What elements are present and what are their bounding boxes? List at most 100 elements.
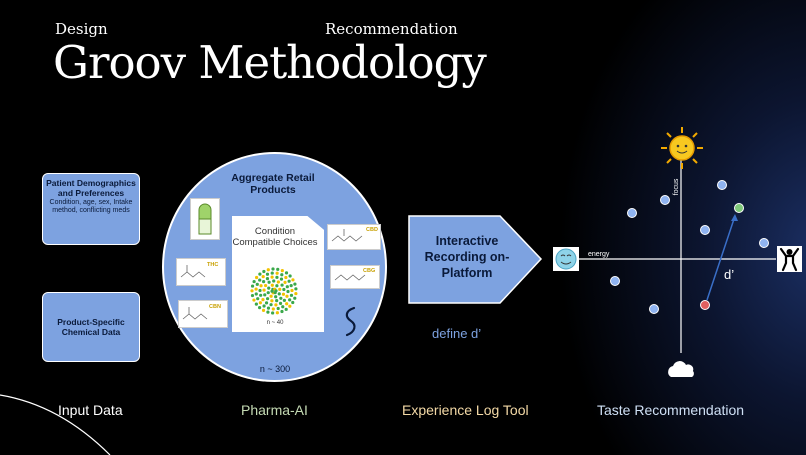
chem-title: Product-Specific Chemical Data: [57, 317, 125, 337]
sphere-dot: [254, 302, 258, 306]
thc-label: THC: [207, 262, 219, 268]
sphere-dot: [258, 306, 262, 310]
sphere-dot: [262, 288, 266, 292]
start-point: [700, 300, 710, 310]
sphere-dot: [284, 271, 289, 275]
sphere-dot: [288, 274, 292, 278]
sphere-dot: [285, 302, 289, 306]
thc-molecule-icon: THC: [176, 258, 226, 286]
chemical-data-box: Product-Specific Chemical Data: [42, 292, 140, 362]
sphere-dot: [261, 275, 265, 279]
sphere-dot: [258, 278, 262, 282]
sphere-dot: [263, 293, 267, 297]
sphere-dot: [269, 303, 273, 307]
sphere-dot: [265, 297, 270, 301]
total-count: n ~ 300: [259, 364, 291, 374]
sphere-dot: [275, 271, 279, 275]
sphere-dot: [286, 289, 290, 294]
pill-icon: [190, 198, 220, 240]
cbn-label: CBN: [209, 304, 221, 310]
design-tag: Design: [55, 20, 108, 38]
sphere-dot: [283, 280, 287, 285]
cbn-molecule-icon: CBN: [178, 300, 228, 328]
sphere-dot: [276, 280, 280, 284]
sphere-dot: [289, 284, 293, 288]
data-point: [700, 225, 710, 235]
define-d-text: define d’: [432, 326, 482, 341]
sphere-dot: [267, 280, 271, 284]
sphere-dot: [271, 311, 275, 315]
sphere-dot: [276, 267, 280, 271]
sphere-dot: [287, 279, 291, 283]
y-axis-label: focus: [673, 178, 680, 195]
sphere-dot: [275, 275, 279, 279]
sphere-dot: [293, 282, 297, 286]
sphere-dot: [294, 287, 298, 291]
sphere-dot: [258, 301, 262, 305]
sphere-dot: [280, 273, 284, 277]
sphere-dot: [270, 271, 274, 275]
sphere-dot: [275, 284, 279, 288]
distance-arrow: [706, 215, 736, 301]
sphere-dot: [281, 292, 286, 296]
data-point: [717, 180, 727, 190]
person-icon: [777, 246, 802, 272]
sphere-dot: [261, 308, 266, 312]
x-axis-label: energy: [588, 251, 610, 258]
sphere-dot: [278, 301, 283, 305]
sphere-dot: [266, 310, 270, 314]
sphere-dot: [277, 292, 281, 296]
cloud-icon: [668, 361, 694, 377]
sphere-dot: [265, 277, 270, 281]
sun-icon: [661, 127, 703, 169]
taste-plot: focus energy d’: [553, 127, 802, 377]
sphere-dot: [258, 272, 262, 276]
sphere-dot: [289, 293, 294, 297]
sphere-dot: [252, 298, 256, 302]
cbg-molecule-icon: CBG: [330, 265, 380, 289]
sphere-dot: [278, 287, 282, 291]
sphere-dot: [275, 299, 279, 303]
choices-title: Condition Compatible Choices: [232, 226, 318, 248]
data-point: [610, 276, 620, 286]
sphere-dot: [290, 288, 294, 293]
cbd-molecule-icon: CBD: [327, 224, 381, 250]
cbd-label: CBD: [366, 227, 378, 233]
sphere-dot: [255, 282, 259, 286]
sphere-dot: [272, 279, 276, 283]
distance-label: d’: [724, 267, 734, 282]
sphere-dot: [262, 280, 266, 284]
sphere-dot: [266, 306, 271, 310]
sphere-dot: [284, 307, 288, 311]
pharma-ai-label: Pharma-AI: [241, 402, 308, 418]
input-data-label: Input Data: [58, 402, 123, 418]
sphere-dot: [266, 268, 270, 272]
sphere-dot: [293, 296, 297, 300]
sphere-dot: [267, 286, 271, 290]
sphere-dot: [266, 291, 270, 295]
cbg-label: CBG: [363, 268, 376, 274]
sphere-dot: [280, 283, 284, 287]
sphere-dot: [271, 307, 275, 311]
sphere-dot: [262, 269, 266, 274]
sphere-dot: [280, 269, 284, 273]
smiley-icon: [553, 247, 579, 271]
sphere-dot: [265, 272, 270, 276]
target-point: [734, 203, 744, 213]
sphere-dot: [250, 293, 255, 298]
sphere-dot: [285, 285, 289, 289]
sphere-dot: [274, 295, 278, 299]
sphere-dot: [282, 287, 286, 292]
sphere-dot: [291, 300, 295, 305]
sphere-dot: [256, 297, 260, 301]
sphere-dot: [273, 291, 277, 295]
data-point: [660, 195, 670, 205]
distance-arrow-head: [731, 214, 738, 221]
data-point: [649, 304, 659, 314]
sphere-dot: [250, 289, 254, 293]
data-point: [759, 238, 769, 248]
sphere-dot: [270, 275, 274, 279]
aggregate-title: Aggregate Retail Products: [231, 172, 315, 196]
sphere-dot: [291, 278, 295, 282]
sphere-dot: [282, 298, 286, 302]
